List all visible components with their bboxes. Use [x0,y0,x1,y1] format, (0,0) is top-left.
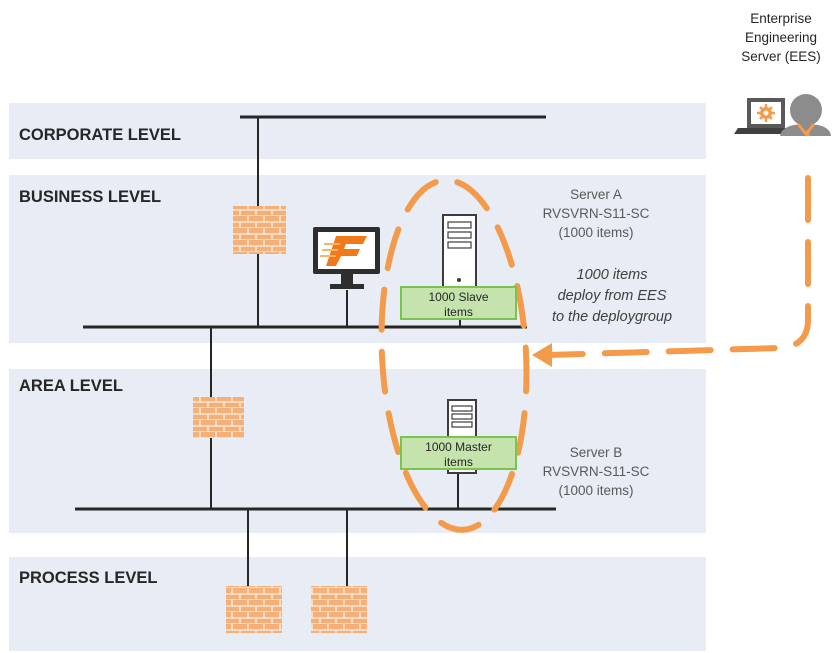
ees-label-line3: Server (EES) [741,49,821,64]
deploy-group-ellipse [378,177,530,533]
server-a-label: Server A RVSVRN-S11-SC (1000 items) [521,185,671,242]
firewall-area-icon [193,397,244,438]
workstation-monitor-icon [313,227,380,289]
business-level-label: BUSINESS LEVEL [19,188,162,206]
server-b-box-line2: items [444,455,473,469]
engineer-laptop-gear-icon [734,94,831,137]
deploy-line2: deploy from EES [557,288,667,304]
ees-label: Enterprise Engineering Server (EES) [725,9,832,66]
server-b-label: Server B RVSVRN-S11-SC (1000 items) [521,443,671,500]
server-b-box-line1: 1000 Master [425,440,492,454]
deploy-annotation: 1000 items deploy from EES to the deploy… [532,265,692,328]
firewall-business-icon [233,206,286,254]
deploy-line1: 1000 items [576,267,648,283]
server-b-master-items-box: 1000 Master items [400,436,517,470]
firewall-process-right-icon [311,586,367,633]
ees-label-line1: Enterprise [750,11,812,26]
firewall-process-left-icon [226,586,282,633]
deploy-arrow-head-icon [532,343,552,367]
server-a-box-line1: 1000 Slave [428,290,489,304]
server-a-host: RVSVRN-S11-SC [542,206,650,221]
deploy-arrow-path [545,175,811,358]
server-a-name: Server A [570,187,622,202]
server-b-host: RVSVRN-S11-SC [542,464,650,479]
server-a-slave-items-box: 1000 Slave items [400,286,517,320]
area-level-band [9,369,706,533]
server-a-count: (1000 items) [558,225,634,240]
ees-label-line2: Engineering [744,30,818,45]
server-a-box-line2: items [444,305,473,319]
deploy-line3: to the deploygroup [551,309,673,325]
corporate-level-label: CORPORATE LEVEL [19,126,181,144]
corporate-level-band [9,103,706,159]
process-level-label: PROCESS LEVEL [19,569,158,587]
area-level-label: AREA LEVEL [19,377,123,395]
server-b-name: Server B [569,445,623,460]
server-b-count: (1000 items) [558,483,634,498]
